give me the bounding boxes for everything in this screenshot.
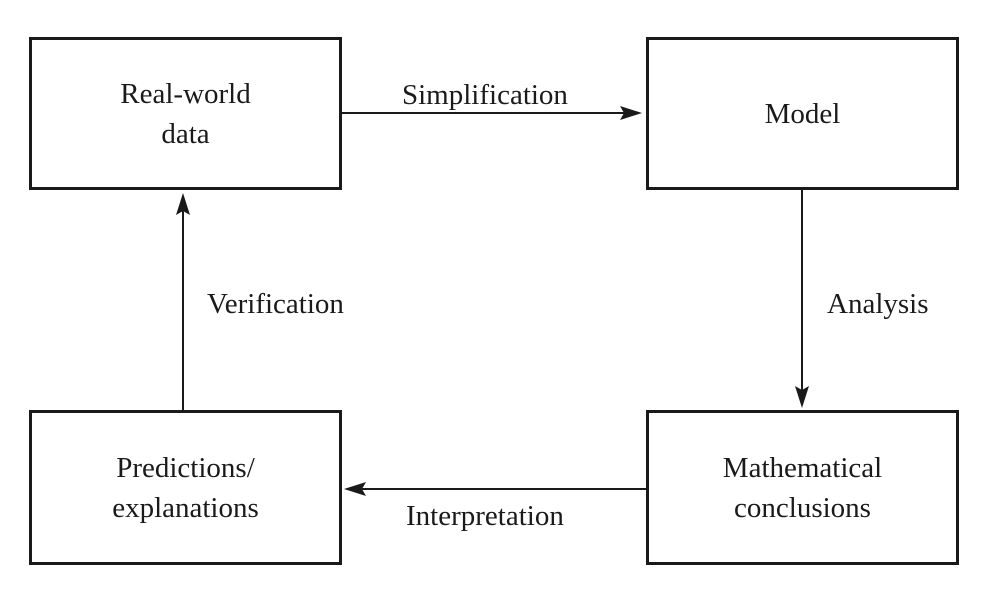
- arrowhead-analysis: [795, 386, 809, 408]
- edge-label-interpretation: Interpretation: [406, 500, 564, 532]
- arrowhead-simplification: [620, 106, 642, 120]
- node-model: Model: [646, 37, 959, 190]
- edge-label-analysis: Analysis: [827, 288, 929, 320]
- node-label-mathematical-conclusions: Mathematical conclusions: [722, 451, 883, 524]
- node-label-model: Model: [764, 97, 841, 130]
- arrowhead-verification: [176, 193, 190, 215]
- node-predictions-explanations: Predictions/ explanations: [29, 410, 342, 565]
- node-label-predictions-explanations: Predictions/ explanations: [112, 451, 259, 524]
- node-mathematical-conclusions: Mathematical conclusions: [646, 410, 959, 565]
- node-label-real-world-data: Real-world data: [120, 77, 251, 150]
- arrowhead-interpretation: [344, 482, 366, 496]
- node-real-world-data: Real-world data: [29, 37, 342, 190]
- edge-label-verification: Verification: [207, 288, 344, 320]
- edge-label-simplification: Simplification: [402, 79, 568, 111]
